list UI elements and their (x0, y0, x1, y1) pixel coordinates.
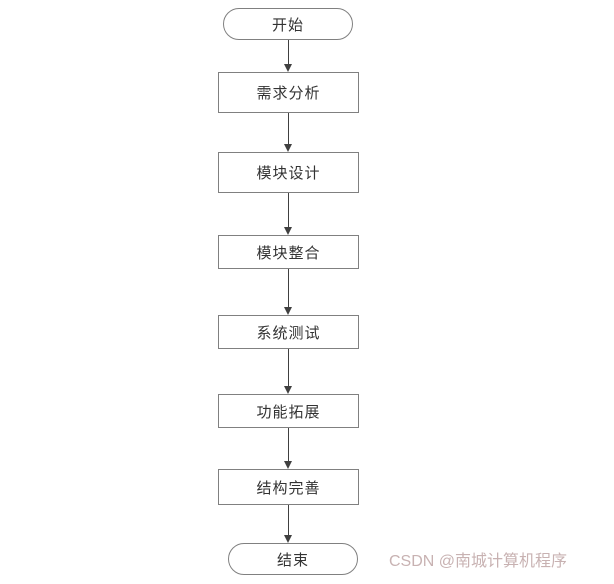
flow-node-end-label: 结束 (276, 552, 309, 569)
flow-arrow-5 (284, 349, 293, 394)
arrow-line (288, 505, 289, 541)
arrow-head-icon (284, 307, 292, 315)
arrow-head-icon (284, 64, 292, 72)
flow-node-module-design: 模块设计 (218, 152, 359, 193)
flow-node-start: 开始 (223, 8, 353, 40)
flow-arrow-4 (284, 269, 293, 315)
arrow-line (288, 113, 289, 150)
flow-arrow-1 (284, 40, 293, 72)
flow-node-label: 结构完善 (256, 480, 321, 497)
flow-node-system-testing: 系统测试 (218, 315, 359, 349)
flow-node-label: 需求分析 (256, 86, 321, 102)
flow-arrow-2 (284, 113, 293, 152)
flow-node-label: 模块整合 (256, 245, 321, 262)
arrow-head-icon (284, 144, 292, 152)
arrow-line (288, 349, 289, 392)
flow-node-label: 功能拓展 (256, 404, 321, 421)
flow-arrow-7 (284, 505, 293, 543)
flow-arrow-6 (284, 428, 293, 469)
arrow-line (288, 428, 289, 467)
arrow-head-icon (284, 535, 292, 543)
flow-node-function-expansion: 功能拓展 (218, 394, 359, 428)
flow-node-start-label: 开始 (271, 17, 304, 34)
arrow-line (288, 40, 289, 70)
arrow-head-icon (284, 461, 292, 469)
flow-node-label: 系统测试 (256, 325, 321, 342)
csdn-watermark: CSDN @南城计算机程序 (389, 553, 568, 570)
arrow-line (288, 193, 289, 233)
flow-node-label: 模块设计 (256, 166, 321, 182)
arrow-line (288, 269, 289, 313)
flow-node-structure-improvement: 结构完善 (218, 469, 359, 505)
arrow-head-icon (284, 227, 292, 235)
flow-node-end: 结束 (228, 543, 358, 575)
flow-node-module-integration: 模块整合 (218, 235, 359, 269)
flow-node-requirements-analysis: 需求分析 (218, 72, 359, 113)
arrow-head-icon (284, 386, 292, 394)
flow-arrow-3 (284, 193, 293, 235)
